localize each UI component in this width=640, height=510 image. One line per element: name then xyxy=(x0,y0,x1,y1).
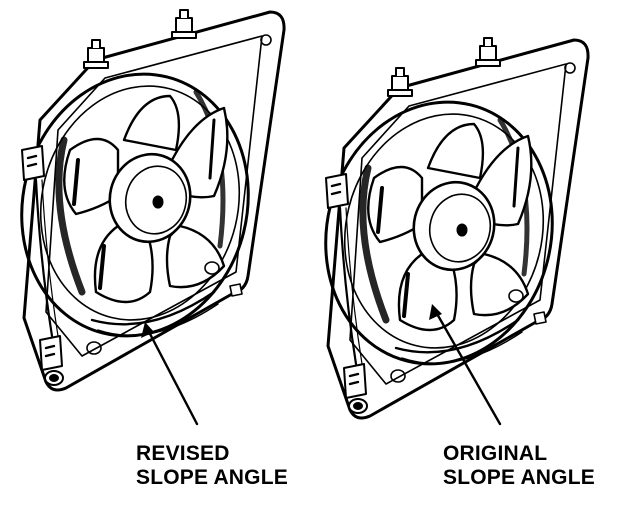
revised-callout-line2: SLOPE ANGLE xyxy=(136,466,288,489)
revised-fan-assembly xyxy=(0,10,284,390)
revised-callout-line1: REVISED xyxy=(136,442,230,465)
original-callout-line2: SLOPE ANGLE xyxy=(443,466,595,489)
revised-slope-angle-callout: REVISED SLOPE ANGLE xyxy=(136,442,288,490)
revised-leader-line xyxy=(146,328,199,426)
original-callout-line1: ORIGINAL xyxy=(443,442,548,465)
original-fan-assembly xyxy=(298,38,588,418)
original-slope-angle-callout: ORIGINAL SLOPE ANGLE xyxy=(443,442,595,490)
revised-arrowhead xyxy=(141,322,154,338)
original-leader-line xyxy=(434,310,502,426)
original-arrowhead xyxy=(429,304,442,320)
